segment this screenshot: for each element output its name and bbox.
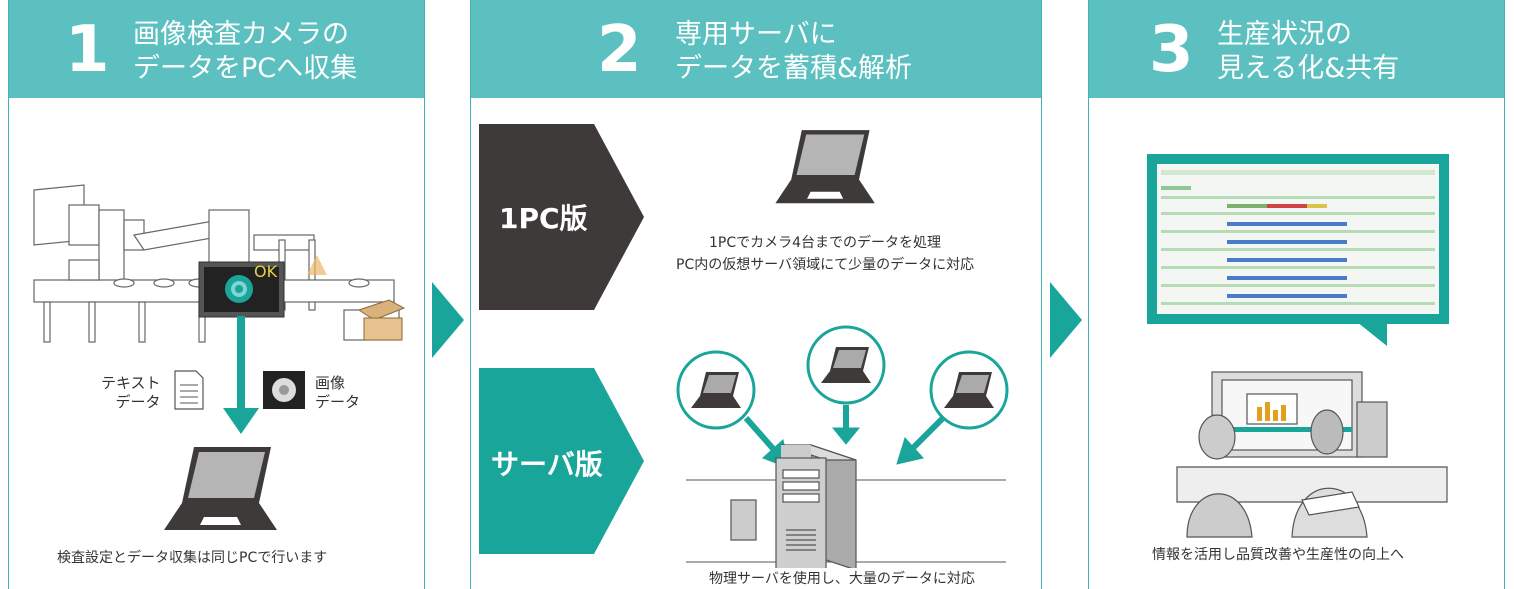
laptop-icon	[775, 130, 875, 204]
inspection-monitor-icon	[198, 261, 285, 318]
camera-image-icon	[263, 371, 305, 409]
server-version-caption: 物理サーバを使用し、大量のデータに対応	[705, 568, 979, 588]
step-header-2: 2 専用サーバに データを蓄積&解析	[471, 0, 1041, 98]
panel3-caption: 情報を活用し品質改善や生産性の向上へ	[1152, 547, 1404, 563]
server-version-label: サーバ版	[491, 448, 603, 481]
server-version-badge	[479, 368, 644, 554]
pc-version-badge	[479, 124, 644, 310]
pc-version-label: 1PC版	[499, 202, 588, 235]
step-title-1: 画像検査カメラの データをPCへ収集	[133, 18, 357, 86]
down-arrow-icon	[223, 316, 259, 434]
step-header-3: 3 生産状況の 見える化&共有	[1089, 0, 1504, 98]
panel1-caption: 検査設定とデータ収集は同じPCで行います	[57, 550, 328, 566]
step-title-3-line1: 生産状況の	[1217, 19, 1352, 50]
ok-label: OK	[254, 262, 278, 281]
pc-desc-line1: 1PCでカメラ4台までのデータを処理	[709, 235, 942, 251]
server-network-diagram	[676, 325, 1009, 571]
text-data-line1: テキスト	[101, 374, 161, 392]
step-title-2-line2: データを蓄積&解析	[675, 53, 913, 84]
step-title-1-line1: 画像検査カメラの	[133, 19, 349, 50]
laptop-circle-right	[929, 350, 1009, 430]
laptop-circle-center	[806, 325, 886, 405]
pc-desc-line2: PC内の仮想サーバ領域にて少量のデータに対応	[676, 257, 975, 273]
image-data-line2: データ	[315, 393, 361, 411]
step-panel-3: 3 生産状況の 見える化&共有	[1088, 0, 1505, 589]
workers-illustration	[1176, 371, 1448, 538]
step-title-2: 専用サーバに データを蓄積&解析	[675, 18, 912, 86]
laptop-circle-left	[676, 350, 756, 430]
laptop-icon	[164, 447, 277, 530]
text-data-label: テキスト データ	[101, 374, 161, 412]
text-data-line2: データ	[115, 393, 161, 411]
image-data-label: 画像 データ	[315, 374, 360, 412]
step-number-1: 1	[65, 13, 110, 87]
document-icon	[174, 370, 204, 410]
step-panel-1: 1 画像検査カメラの データをPCへ収集	[8, 0, 425, 589]
step-panel-2: 2 専用サーバに データを蓄積&解析 1PC版 1PCでカメラ4台までのデータを…	[470, 0, 1042, 589]
step-header-1: 1 画像検査カメラの データをPCへ収集	[9, 0, 424, 98]
step-title-2-line1: 専用サーバに	[675, 19, 837, 50]
dashboard-monitor-icon	[1147, 154, 1449, 346]
next-arrow-2-icon	[1050, 282, 1082, 358]
step-title-1-line2: データをPCへ収集	[133, 53, 358, 84]
step-title-3-line2: 見える化&共有	[1217, 53, 1400, 84]
dashboard-rows	[1161, 186, 1435, 305]
step-number-3: 3	[1149, 13, 1194, 87]
step-title-3: 生産状況の 見える化&共有	[1217, 18, 1399, 86]
pc-version-desc: 1PCでカメラ4台までのデータを処理 PC内の仮想サーバ領域にて少量のデータに対…	[676, 232, 974, 276]
server-icon	[730, 444, 857, 571]
next-arrow-1-icon	[432, 282, 464, 358]
image-data-line1: 画像	[315, 374, 346, 392]
step-number-2: 2	[597, 13, 642, 87]
